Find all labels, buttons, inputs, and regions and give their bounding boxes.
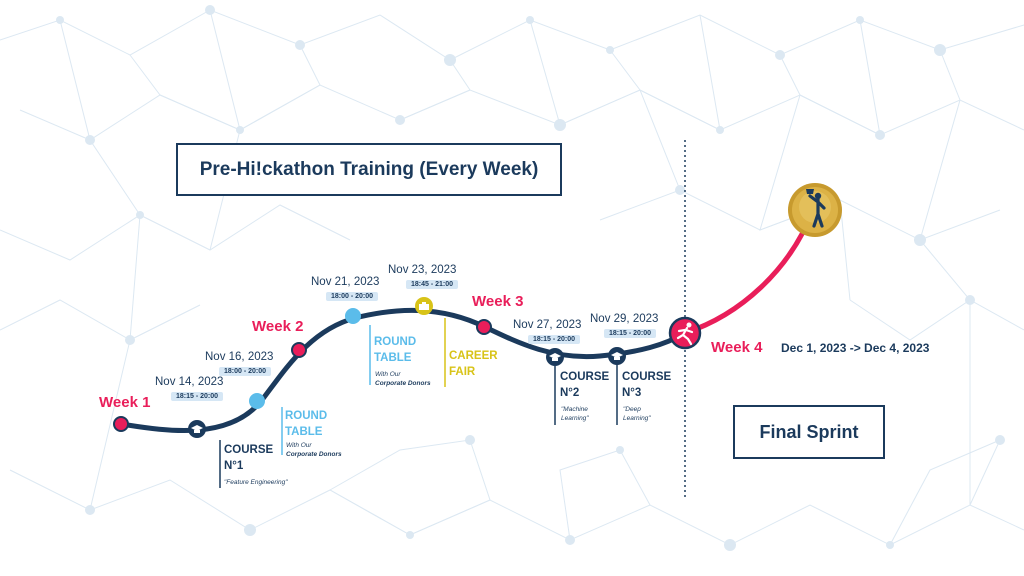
training-title-box: Pre-Hi!ckathon Training (Every Week) <box>176 143 562 196</box>
week-1-label: Week 1 <box>99 394 151 411</box>
briefcase-icon <box>415 297 433 315</box>
course-2-time: 18:15 - 20:00 <box>528 335 581 344</box>
final-sprint-label: Final Sprint <box>759 421 859 442</box>
round-table-1-time: 18:00 - 20:00 <box>219 367 272 376</box>
week-3-marker <box>476 319 492 335</box>
career-fair-date: Nov 23, 2023 <box>388 264 457 276</box>
week-2-label: Week 2 <box>252 318 304 335</box>
week-4-label: Week 4 <box>711 339 763 356</box>
round-table-2-marker <box>345 308 361 324</box>
week-1-marker <box>113 416 129 432</box>
graduation-cap-icon <box>546 348 564 366</box>
round-table-1-marker <box>249 393 265 409</box>
week-3-label: Week 3 <box>472 293 524 310</box>
course-1-time: 18:15 - 20:00 <box>171 392 224 401</box>
final-sprint-dates: Dec 1, 2023 -> Dec 4, 2023 <box>781 341 930 355</box>
graduation-cap-icon <box>608 347 626 365</box>
round-table-2-date: Nov 21, 2023 <box>311 276 380 288</box>
week-2-marker <box>291 342 307 358</box>
career-fair-time: 18:45 - 21:00 <box>406 280 459 289</box>
timeline-curve <box>118 307 688 433</box>
runner-icon <box>668 316 702 350</box>
final-sprint-box: Final Sprint <box>733 405 885 459</box>
page-title: Pre-Hi!ckathon Training (Every Week) <box>199 158 539 180</box>
course-1-date: Nov 14, 2023 <box>155 376 224 388</box>
trophy-figure-icon <box>788 183 842 237</box>
course-1-subtitle: "Feature Engineering" <box>224 479 288 486</box>
course-3-date: Nov 29, 2023 <box>590 313 659 325</box>
final-sprint-curve <box>682 207 816 336</box>
round-table-2-time: 18:00 - 20:00 <box>326 292 379 301</box>
course-2-date: Nov 27, 2023 <box>513 319 582 331</box>
round-table-1-date: Nov 16, 2023 <box>205 351 274 363</box>
graduation-cap-icon <box>188 420 206 438</box>
course-3-time: 18:15 - 20:00 <box>604 329 657 338</box>
